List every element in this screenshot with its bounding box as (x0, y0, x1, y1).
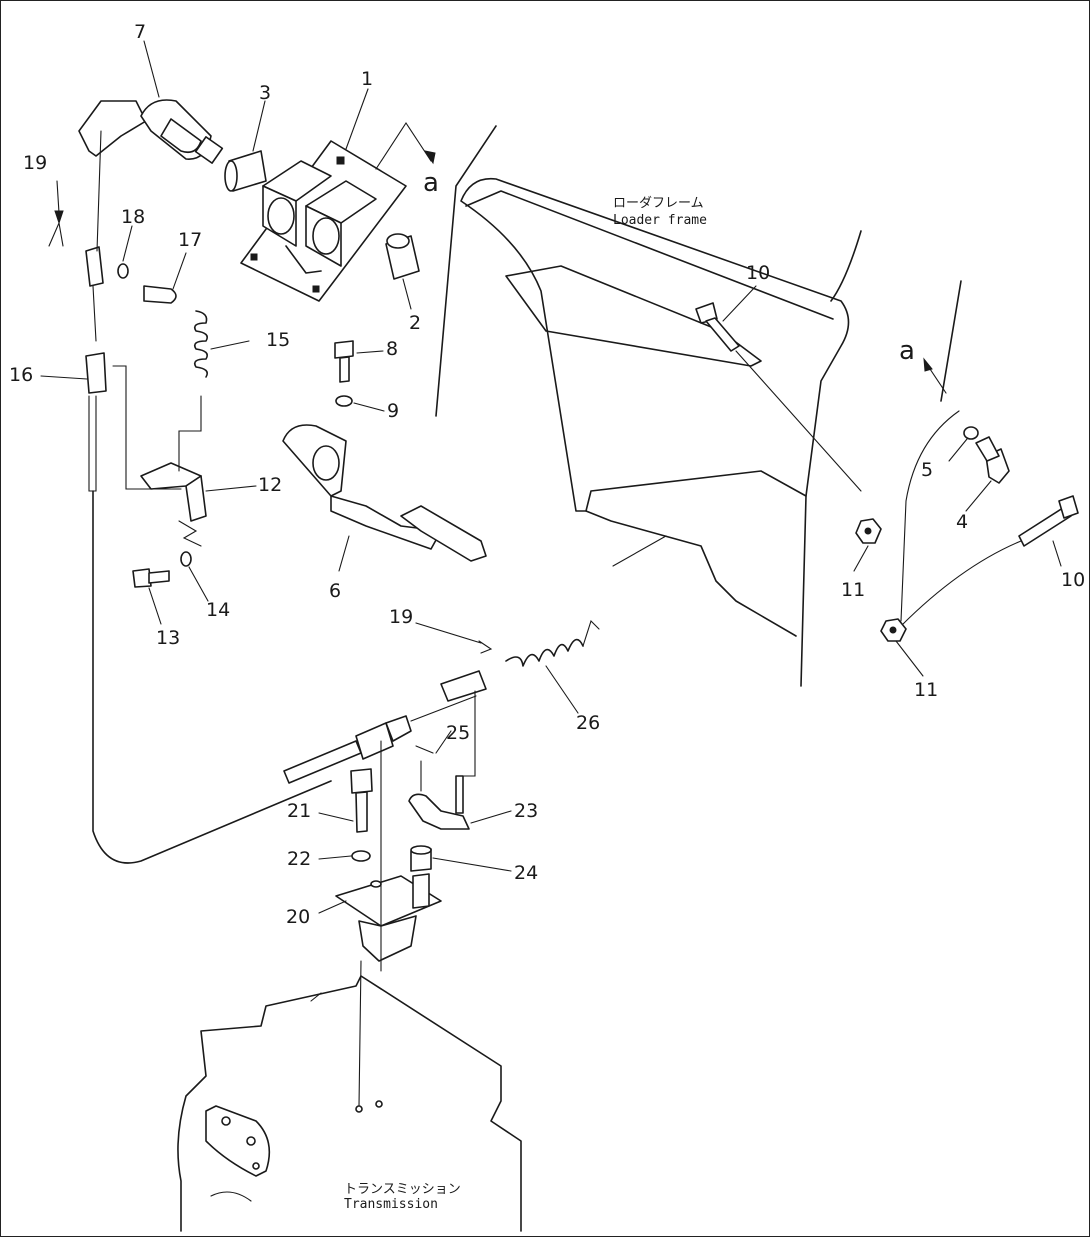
callout-4: 4 (956, 511, 968, 533)
part-18-washer (117, 263, 129, 279)
callout-19-upper: 19 (23, 152, 47, 174)
cable-end-lower (283, 670, 487, 972)
part-24-collar (410, 845, 432, 872)
callout-3: 3 (259, 82, 271, 104)
part-25-pin (415, 745, 434, 754)
callout-16: 16 (9, 364, 33, 386)
view-marker-a-upper: a (423, 168, 439, 198)
callout-7: 7 (134, 21, 146, 43)
part-22-washer (351, 850, 371, 862)
part-6-pedal (282, 424, 487, 562)
callout-19-lower: 19 (389, 606, 413, 628)
callout-8: 8 (386, 338, 398, 360)
transmission-housing (177, 960, 522, 1232)
part-19-clip (478, 640, 493, 654)
part-26-spring (505, 619, 600, 667)
callout-21: 21 (287, 800, 311, 822)
callout-numbers: 7 3 1 2 19 18 17 15 16 8 9 12 13 14 6 10… (9, 21, 1085, 928)
callout-23: 23 (514, 800, 538, 822)
leader-lines (40, 40, 1062, 914)
part-10-bolt-upper (695, 302, 862, 492)
callout-18: 18 (121, 206, 145, 228)
part-17-pin (143, 285, 177, 304)
part-12-bracket (140, 462, 207, 547)
callout-11-lower: 11 (914, 679, 938, 701)
callout-20: 20 (286, 906, 310, 928)
callout-24: 24 (514, 862, 538, 884)
part-11-nut-lower (880, 618, 907, 642)
callout-14: 14 (206, 599, 230, 621)
part-1-bracket (240, 122, 436, 302)
callout-10-lower: 10 (1061, 569, 1085, 591)
part-11-nut-upper (855, 518, 882, 544)
view-marker-a-right: a (899, 336, 915, 366)
part-2-bushing (385, 233, 420, 280)
part-16-cable (85, 130, 332, 864)
part-3-bushing (224, 150, 267, 192)
part-7-lever (78, 99, 224, 164)
callout-5: 5 (921, 459, 933, 481)
part-21-bolt (350, 768, 373, 833)
callout-11-upper: 11 (841, 579, 865, 601)
part-5-washer (963, 426, 979, 440)
view-markers: a a (423, 168, 947, 394)
callout-12: 12 (258, 474, 282, 496)
callout-6: 6 (329, 580, 341, 602)
transmission-label-en: Transmission (344, 1197, 438, 1212)
text-labels: ローダフレーム Loader frame トランスミッション Transmiss… (344, 196, 707, 1212)
loader-frame (435, 125, 862, 687)
part-10-bolt-lower (900, 495, 1079, 627)
callout-10-upper: 10 (746, 262, 770, 284)
callout-15: 15 (266, 329, 290, 351)
transmission-label-jp: トランスミッション (344, 1182, 461, 1197)
callout-1: 1 (361, 68, 373, 90)
callout-25: 25 (446, 722, 470, 744)
part-4-bolt (975, 436, 1010, 484)
loader-frame-label-jp: ローダフレーム (613, 196, 704, 211)
callout-22: 22 (287, 848, 311, 870)
callout-17: 17 (178, 229, 202, 251)
callout-9: 9 (387, 400, 399, 422)
part-23-lever (408, 730, 470, 830)
part-15-spring (193, 310, 209, 378)
part-8-bolt (334, 340, 354, 383)
loader-frame-label-en: Loader frame (613, 213, 707, 228)
part-9-washer (335, 395, 353, 407)
callout-2: 2 (409, 312, 421, 334)
reference-line-right (900, 280, 962, 622)
callout-26: 26 (576, 712, 600, 734)
part-14-washer (180, 551, 192, 567)
callout-13: 13 (156, 627, 180, 649)
part-13-bolt (132, 568, 170, 588)
part-20-bracket (335, 873, 442, 962)
